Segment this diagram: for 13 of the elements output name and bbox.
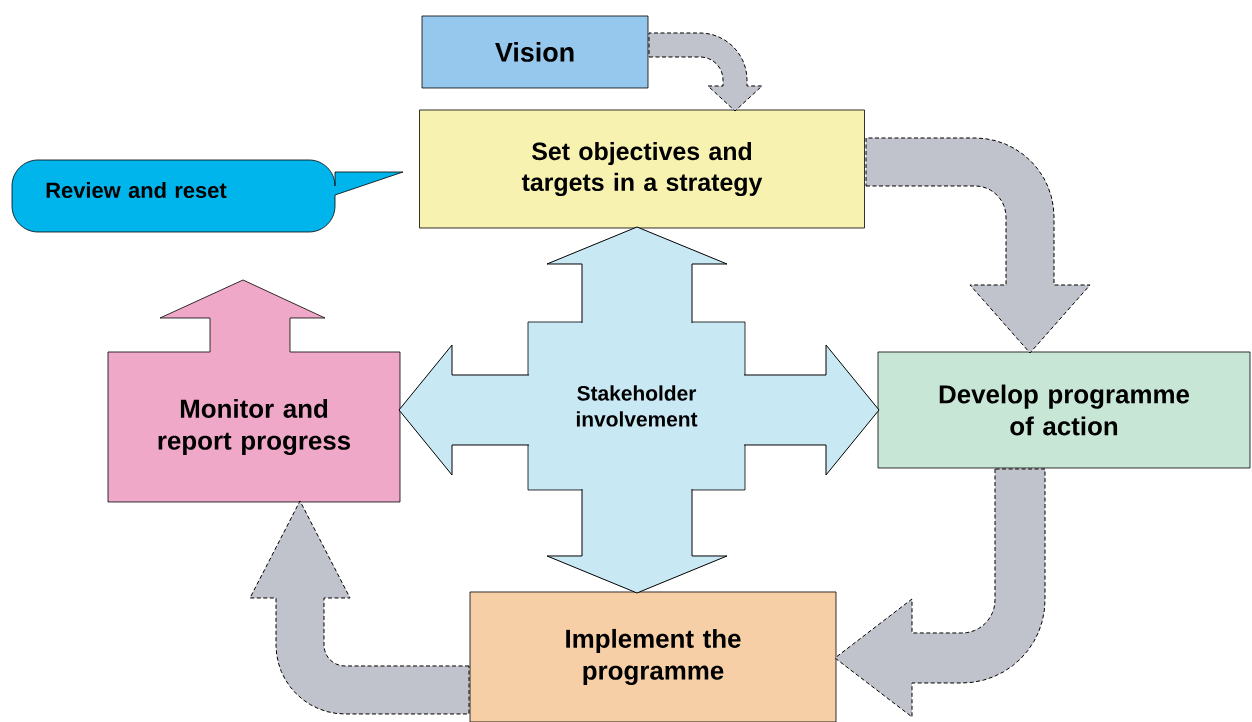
block-arrow-arm — [546, 488, 728, 594]
process-box: Develop programme of action — [877, 351, 1251, 469]
block-arrow-arm — [546, 226, 728, 324]
arrow-box: Monitor and report progress — [107, 279, 401, 503]
process-box: Set objectives and targets in a strategy — [419, 109, 865, 229]
speech-bubble: Review and reset — [11, 159, 404, 233]
cross-centre-box: Stakeholder involvement — [527, 321, 746, 491]
block-arrow-arm — [398, 344, 530, 476]
block-arrow-arm — [743, 344, 880, 476]
vision-box: Vision — [421, 15, 649, 89]
process-box: Implement the programme — [469, 591, 837, 722]
curved-arrow — [648, 32, 763, 112]
curved-arrow — [834, 468, 1046, 718]
